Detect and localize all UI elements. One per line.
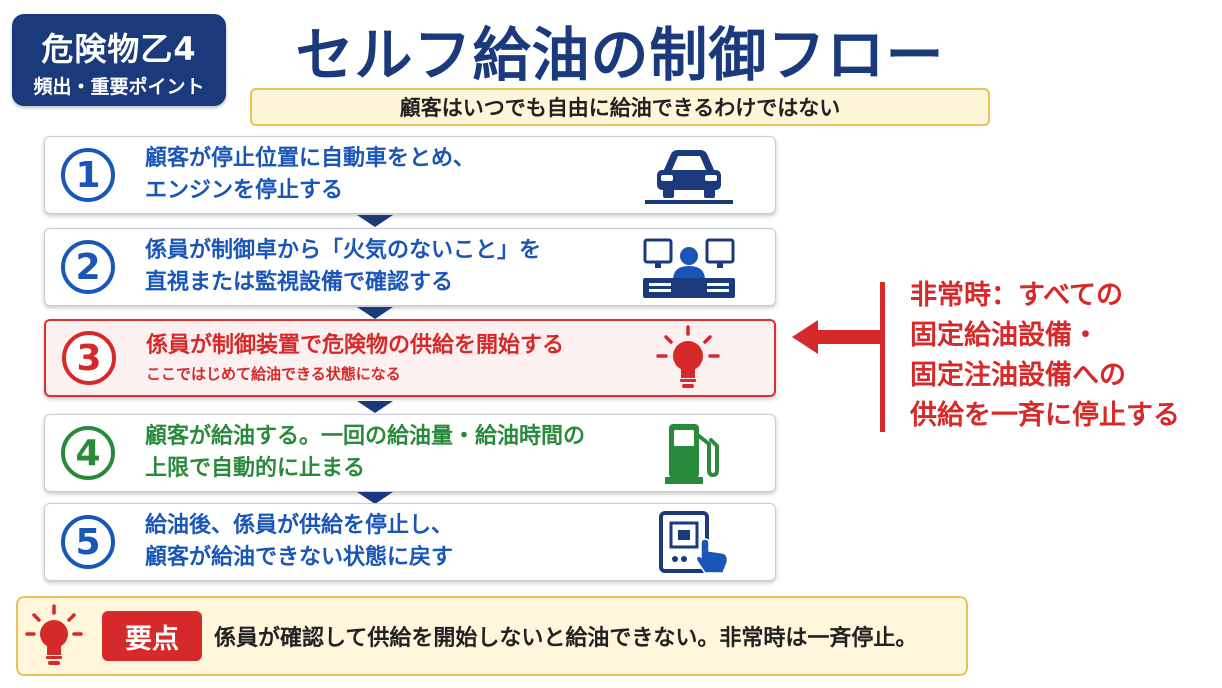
step-4-line-2: 上限で自動的に止まる [145,456,366,481]
emergency-line-2: 固定給油設備・ [910,320,1099,351]
keypoint-box: 要点 係員が確認して供給を開始しないと給油できない。非常時は一斉停止。 [16,596,968,676]
step-5-line-1: 給油後、係員が供給を停止し、 [145,513,454,538]
flow-arrow-3 [357,401,393,413]
keypoint-label: 要点 [102,611,202,661]
light-bulb-icon [25,604,83,665]
emergency-line-3: 固定注油設備への [910,360,1126,391]
touch-panel-icon [659,511,729,574]
category-badge: 危険物乙4 頻出・重要ポイント [12,14,226,106]
step-number-4: 4 [61,426,115,480]
fuel-pump-icon [665,424,719,484]
step-4: 4 顧客が給油する。一回の給油量・給油時間の 上限で自動的に止まる [44,414,776,492]
step-1-line-2: エンジンを停止する [145,178,344,203]
flow-arrow-4 [357,492,393,504]
page-title: セルフ給油の制御フロー [295,21,945,89]
flow-arrow-1 [357,215,393,227]
light-bulb-icon [656,325,720,388]
emergency-line-1: 非常時：すべての [910,280,1124,311]
step-4-line-1: 顧客が給油する。一回の給油量・給油時間の [145,424,586,449]
step-3: 3 係員が制御装置で危険物の供給を開始する ここではじめて給油できる状態になる [44,319,776,397]
step-1-line-1: 顧客が停止位置に自動車をとめ、 [145,146,476,171]
step-3-note: ここではじめて給油できる状態になる [146,365,401,383]
step-number-3: 3 [62,331,116,385]
step-5: 5 給油後、係員が供給を停止し、 顧客が給油できない状態に戻す [44,503,776,581]
emergency-bracket [880,282,885,432]
badge-subtitle: 頻出・重要ポイント [33,76,205,98]
step-number-1: 1 [61,148,115,202]
subtitle-banner: 顧客はいつでも自由に給油できるわけではない [250,88,990,126]
step-2: 2 係員が制御卓から「火気のないこと」を 直視または監視設備で確認する [44,228,776,306]
badge-title: 危険物乙4 [41,30,197,68]
flow-arrow-2 [357,307,393,319]
step-number-2: 2 [61,240,115,294]
step-5-line-2: 顧客が給油できない状態に戻す [145,545,454,570]
emergency-line-4: 供給を一斉に停止する [910,400,1180,431]
keypoint-text: 係員が確認して供給を開始しないと給油できない。非常時は一斉停止。 [214,626,918,651]
step-2-line-2: 直視または監視設備で確認する [145,270,454,295]
control-console-icon [643,238,735,298]
car-icon [645,150,733,204]
step-number-5: 5 [61,515,115,569]
emergency-arrow [792,320,882,354]
step-1: 1 顧客が停止位置に自動車をとめ、 エンジンを停止する [44,136,776,214]
emergency-note: 非常時：すべての 固定給油設備・ 固定注油設備への 供給を一斉に停止する [910,276,1180,436]
step-2-line-1: 係員が制御卓から「火気のないこと」を [145,238,542,263]
step-3-line-1: 係員が制御装置で危険物の供給を開始する [146,333,565,358]
subtitle-text: 顧客はいつでも自由に給油できるわけではない [399,96,841,120]
